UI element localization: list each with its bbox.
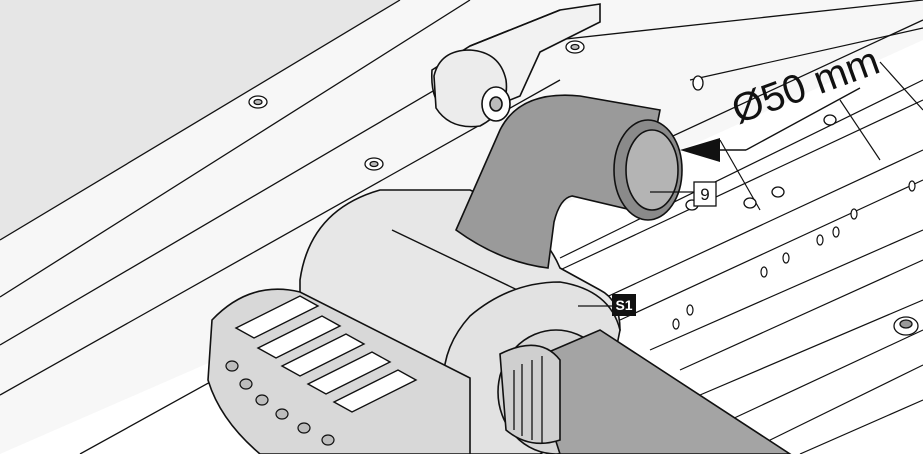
screw-head-icon — [771, 186, 785, 198]
extraction-hose — [455, 94, 683, 269]
screw-head-icon — [743, 197, 757, 209]
screw-heads — [248, 40, 919, 336]
rail-system — [559, 27, 923, 454]
outlet-tube — [499, 329, 792, 454]
part-number-callout: 9 — [650, 181, 717, 207]
part-number-label: 9 — [700, 185, 709, 204]
grip-bumps — [225, 360, 335, 446]
screw-head-icon — [692, 75, 704, 91]
screw-head-icon — [893, 316, 919, 336]
hand-grip — [207, 288, 471, 454]
screw-head-icon — [248, 95, 268, 109]
arrow-pointer-icon — [680, 138, 720, 162]
hinge-bracket — [430, 3, 601, 128]
screw-head-icon — [364, 157, 384, 171]
reference-callout: S1 — [578, 294, 636, 316]
grip-slots — [234, 295, 418, 413]
reference-label: S1 — [615, 297, 632, 313]
rail-holes — [672, 180, 916, 330]
screw-head-icon — [565, 40, 585, 54]
screw-head-icon — [823, 114, 837, 126]
